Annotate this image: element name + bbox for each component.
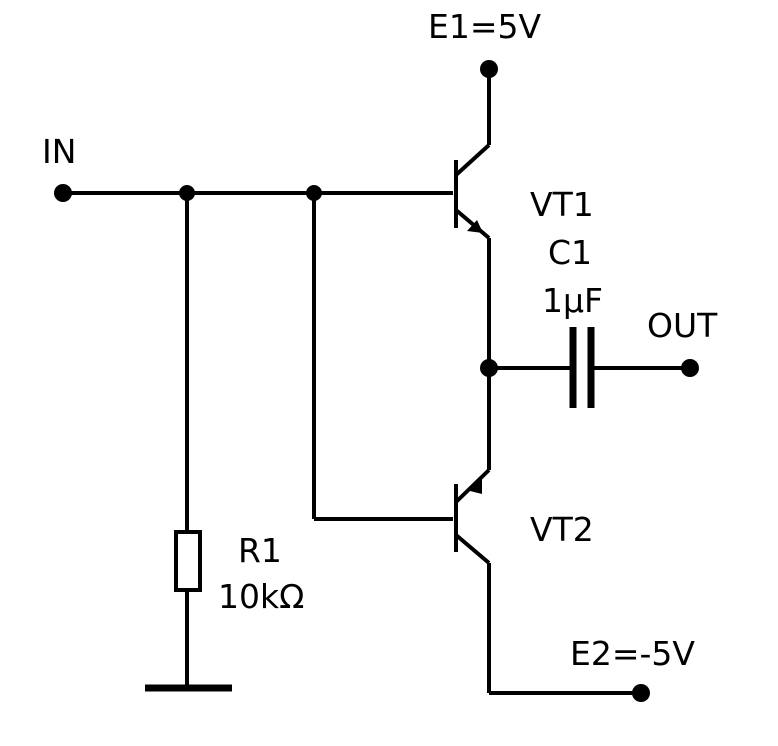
transistor-vt2	[454, 468, 491, 565]
output-terminal	[681, 359, 699, 377]
label-r1-value: 10kΩ	[218, 577, 304, 616]
label-c1-name: C1	[548, 233, 592, 272]
e2-wire	[487, 563, 641, 695]
input-terminal	[54, 184, 72, 202]
vt2-base-wire	[312, 193, 453, 521]
label-c1-value: 1µF	[542, 281, 603, 320]
label-r1-name: R1	[238, 531, 282, 570]
transistor-vt1	[454, 143, 491, 240]
e2-terminal	[632, 684, 650, 702]
label-vt2: VT2	[530, 510, 594, 549]
label-e2: E2=-5V	[570, 634, 695, 673]
resistor-r1	[174, 193, 202, 688]
capacitor-c1	[489, 327, 690, 408]
label-in: IN	[42, 132, 76, 171]
label-out: OUT	[647, 306, 718, 345]
label-vt1: VT1	[530, 185, 594, 224]
label-e1: E1=5V	[428, 7, 541, 46]
